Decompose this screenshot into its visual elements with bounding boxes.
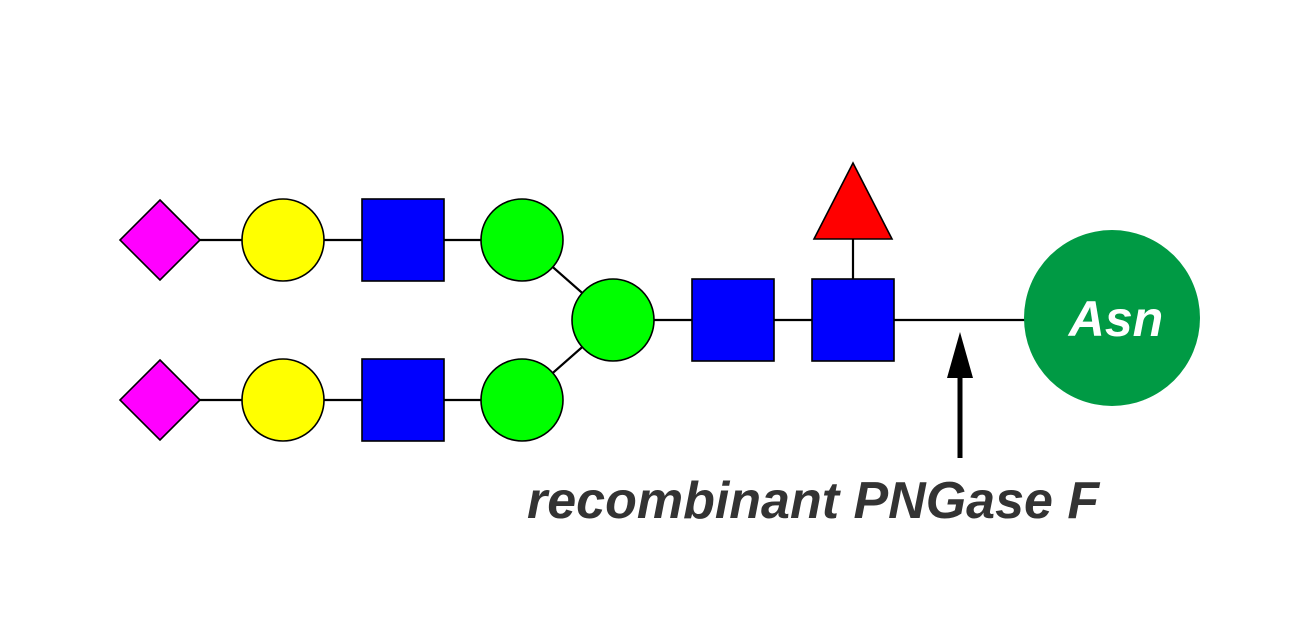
core-pentasaccharide	[571, 161, 895, 362]
core-glcnac-square-icon	[691, 278, 775, 362]
mannose-circle-icon	[480, 198, 564, 282]
galactose-circle-icon	[241, 198, 325, 282]
galactose-circle-icon	[241, 358, 325, 442]
lower-antenna	[118, 358, 564, 442]
cleavage-site: recombinant PNGase F	[527, 332, 1100, 530]
asparagine: Asn	[1024, 230, 1200, 406]
enzyme-label: recombinant PNGase F	[527, 472, 1100, 530]
sialic-acid-diamond-icon	[118, 198, 202, 282]
upper-antenna	[118, 198, 564, 282]
core-mannose-circle-icon	[571, 278, 655, 362]
reducing-glcnac-square-icon	[811, 278, 895, 362]
glcnac-square-icon	[361, 358, 445, 442]
sialic-acid-diamond-icon	[118, 358, 202, 442]
up-arrow-icon	[947, 332, 973, 378]
asn-label: Asn	[1067, 291, 1163, 347]
mannose-circle-icon	[480, 358, 564, 442]
asn-circle-icon	[1024, 230, 1200, 406]
glcnac-square-icon	[361, 198, 445, 282]
fucose-triangle-icon	[812, 161, 894, 240]
